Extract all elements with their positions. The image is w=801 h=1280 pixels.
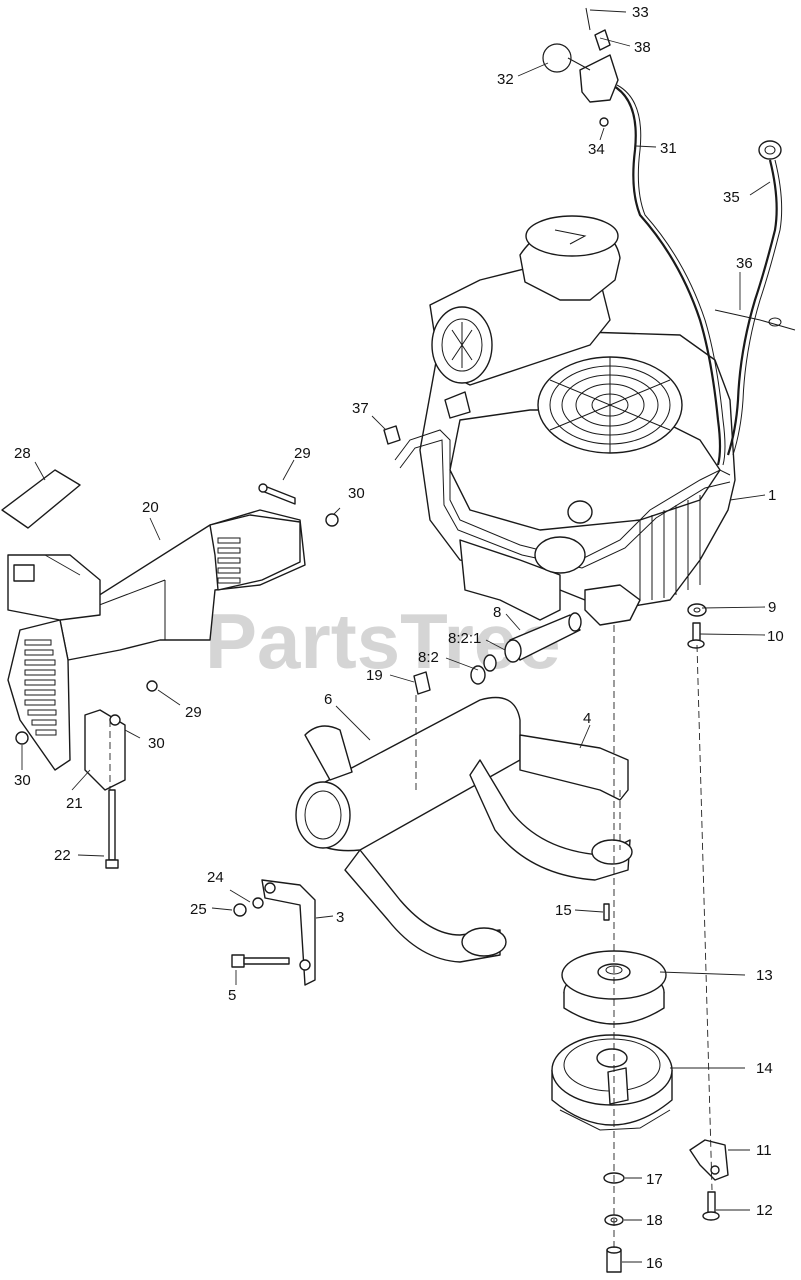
clutch-icon	[551, 1034, 673, 1131]
bolt-icon	[702, 1191, 720, 1221]
bolt-icon	[105, 789, 119, 869]
callout-12: 12	[756, 1202, 773, 1219]
clip-icon	[413, 671, 431, 695]
callout-15: 15	[555, 902, 572, 919]
key-icon	[603, 903, 610, 921]
bracket-icon	[542, 7, 619, 127]
callout-38: 38	[634, 39, 651, 56]
pulley-icon	[561, 950, 667, 1025]
bracket-icon	[689, 1139, 729, 1181]
callout-24: 24	[207, 869, 224, 886]
callout-9: 9	[768, 599, 776, 616]
callout-33: 33	[632, 4, 649, 21]
callout-14: 14	[756, 1060, 773, 1077]
callout-21: 21	[66, 795, 83, 812]
clip-icon	[383, 425, 401, 445]
bolt-icon	[687, 622, 705, 649]
exhaust-pipe-icon	[344, 734, 633, 963]
fitting-icon	[470, 612, 582, 685]
decal-icon	[1, 469, 81, 529]
callout-10: 10	[767, 628, 784, 645]
callout-28: 28	[14, 445, 31, 462]
washer-icon	[687, 603, 707, 617]
callout-22: 22	[54, 847, 71, 864]
knob-icon	[758, 140, 782, 160]
callout-30-a: 30	[148, 735, 165, 752]
washer-icon	[603, 1172, 625, 1226]
callout-35: 35	[723, 189, 740, 206]
watermark: PartsTree	[205, 597, 561, 685]
cable-icon	[611, 84, 796, 466]
callout-11: 11	[756, 1142, 772, 1159]
nut-icon	[15, 483, 339, 745]
callout-labels: 33 38 32 34 31 35 36 37 1 9 10 8 8:2:1 8…	[14, 4, 784, 1272]
center-lines	[109, 625, 713, 1250]
callout-32: 32	[497, 71, 514, 88]
bolt-icon	[606, 1246, 622, 1273]
muffler-icon	[295, 696, 521, 852]
callout-17: 17	[646, 1171, 663, 1188]
callout-1: 1	[768, 487, 776, 504]
washer-icon	[233, 897, 264, 917]
callout-37: 37	[352, 400, 369, 417]
shield-slots	[24, 537, 241, 736]
callout-31: 31	[660, 140, 677, 157]
callout-18: 18	[646, 1212, 663, 1229]
shield-icon	[7, 509, 306, 771]
callout-6: 6	[324, 691, 332, 708]
callout-36: 36	[736, 255, 753, 272]
callout-19: 19	[366, 667, 383, 684]
callout-30-b: 30	[14, 772, 31, 789]
callout-5: 5	[228, 987, 236, 1004]
leader-lines	[21, 9, 771, 1263]
callout-13: 13	[756, 967, 773, 984]
callout-8-2: 8:2	[418, 649, 439, 666]
bracket-icon	[261, 879, 316, 986]
callout-34: 34	[588, 141, 605, 158]
callout-25: 25	[190, 901, 207, 918]
callout-16: 16	[646, 1255, 663, 1272]
bolt-icon	[231, 954, 290, 968]
callout-4: 4	[583, 710, 591, 727]
callout-8-2-1: 8:2:1	[448, 630, 481, 647]
callout-30-c: 30	[348, 485, 365, 502]
callout-29-a: 29	[185, 704, 202, 721]
callout-3: 3	[336, 909, 344, 926]
callout-20: 20	[142, 499, 159, 516]
engine-icon	[394, 215, 736, 626]
bracket-icon	[84, 709, 126, 791]
callout-8: 8	[493, 604, 501, 621]
callout-29-b: 29	[294, 445, 311, 462]
